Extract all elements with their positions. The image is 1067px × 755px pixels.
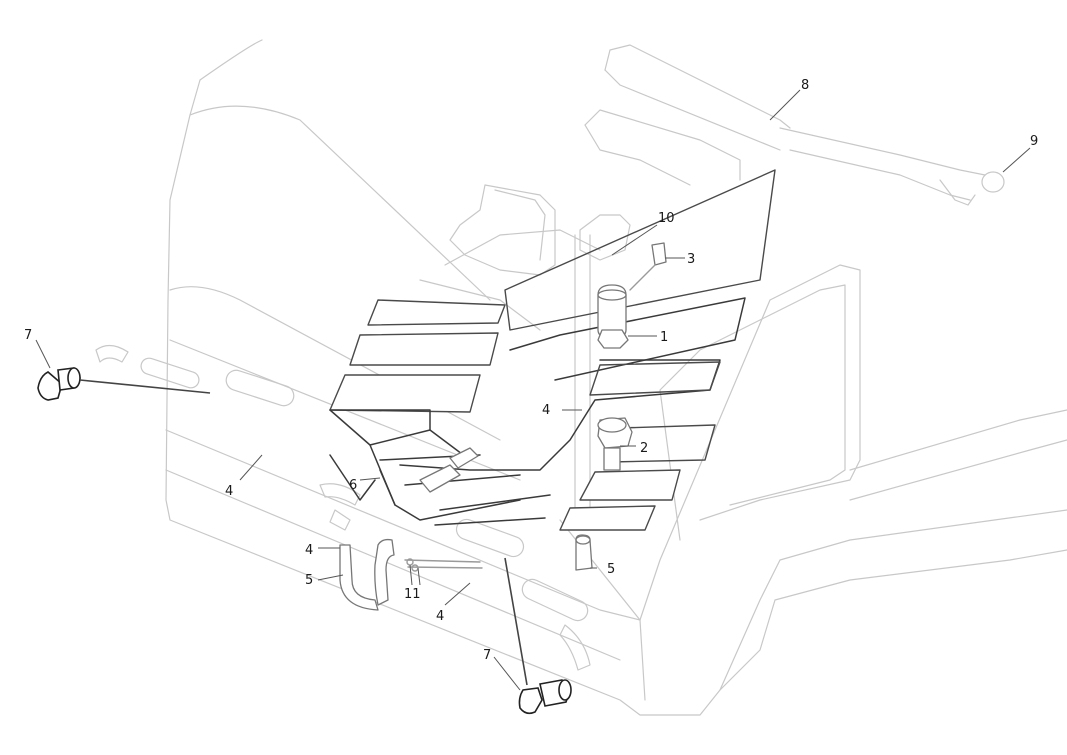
callout-7-right: 7 bbox=[483, 648, 491, 663]
callout-7-left: 7 bbox=[24, 328, 32, 343]
callout-4-bottom: 4 bbox=[436, 609, 444, 624]
washer-nozzle-left bbox=[37, 367, 211, 401]
washer-hoses bbox=[339, 447, 479, 611]
callout-10: 10 bbox=[658, 211, 675, 226]
washer-pump-assembly bbox=[575, 242, 667, 571]
mounting-bracket-panels bbox=[329, 169, 776, 531]
grille-slots bbox=[95, 344, 591, 671]
callout-11: 11 bbox=[404, 587, 421, 602]
callout-9: 9 bbox=[1030, 134, 1038, 149]
callout-4-left: 4 bbox=[225, 484, 233, 499]
callout-6: 6 bbox=[349, 478, 357, 493]
callout-4-top: 4 bbox=[542, 403, 550, 418]
wiper-arm-assembly bbox=[584, 44, 1005, 206]
hose-clips bbox=[404, 558, 483, 572]
callout-5-right: 5 bbox=[607, 562, 615, 577]
callout-1: 1 bbox=[660, 330, 668, 345]
callout-2: 2 bbox=[640, 441, 648, 456]
washer-nozzle-right bbox=[504, 557, 572, 715]
callout-labels: 1 2 3 4 4 4 4 5 5 6 7 7 8 9 10 11 bbox=[24, 78, 1038, 663]
callout-3: 3 bbox=[687, 252, 695, 267]
washer-reservoir-tank bbox=[449, 184, 631, 521]
cab-body-outline bbox=[165, 39, 1067, 716]
callout-leader-lines bbox=[35, 89, 1031, 691]
callout-5-left: 5 bbox=[305, 573, 313, 588]
callout-8: 8 bbox=[801, 78, 809, 93]
callout-4-hose: 4 bbox=[305, 543, 313, 558]
